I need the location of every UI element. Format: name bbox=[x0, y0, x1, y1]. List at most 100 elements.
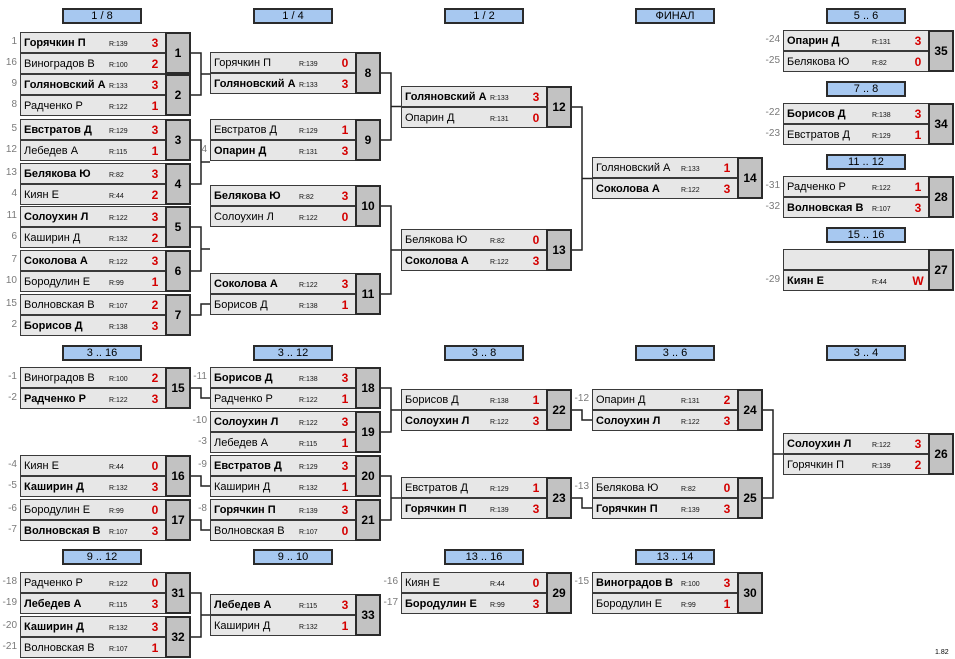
player-row[interactable] bbox=[783, 249, 929, 270]
